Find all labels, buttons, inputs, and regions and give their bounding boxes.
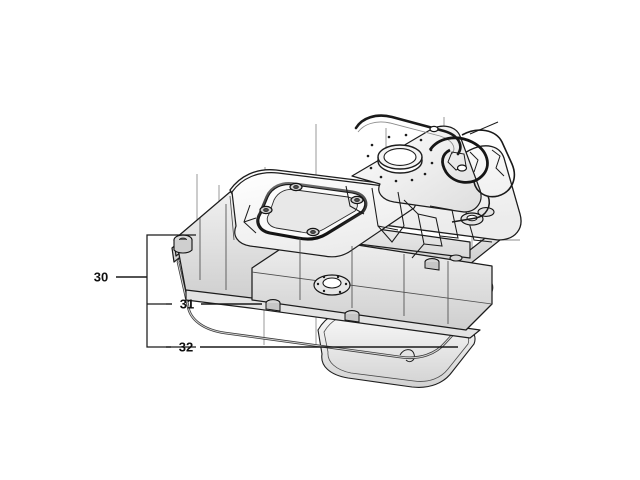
center-mount-boss [313,274,351,296]
filler-port [366,133,434,183]
callout-labels: 30 31 32 [94,269,194,354]
callout-label-30: 30 [94,269,108,284]
bolt-hole-ring [366,133,434,183]
callout-label-32: 32 [179,339,193,354]
rear-bracket [354,114,516,223]
cast-ribs [243,185,493,259]
left-mount-boss [173,234,193,254]
inspection-opening-seal [256,181,368,241]
callout-label-31: 31 [180,296,194,311]
seal-bolt-bosses [259,182,364,237]
front-panel-lines [199,195,493,324]
callout-leaders [116,234,458,348]
cover-body-30 [171,125,522,339]
flange-clips [265,254,463,323]
